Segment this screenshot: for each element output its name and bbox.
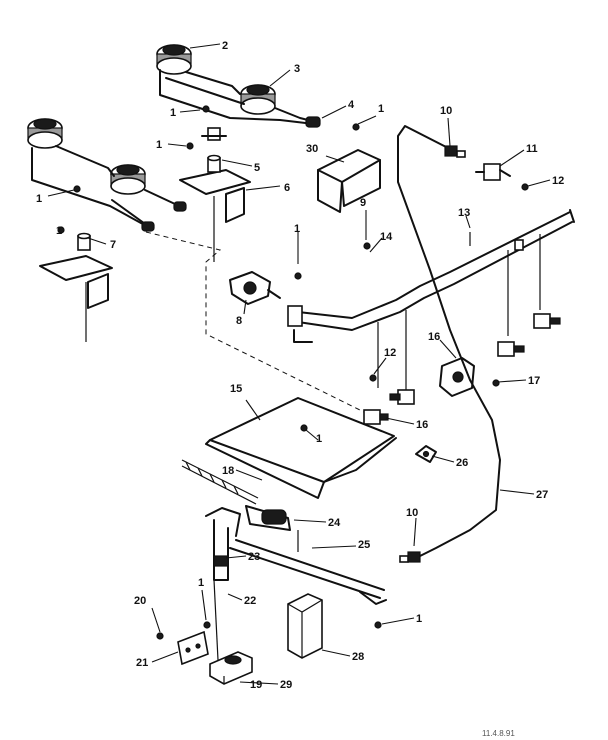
- callout-27: 27: [536, 489, 548, 501]
- callout-8: 8: [236, 315, 242, 327]
- callout-23: 23: [248, 551, 260, 563]
- igniter-wire-19: [181, 459, 259, 505]
- burner-tube-25: [229, 530, 387, 605]
- callout-16-a: 16: [428, 331, 440, 343]
- callout-3: 3: [294, 63, 300, 75]
- igniter-box-28: [287, 593, 323, 659]
- callout-6: 6: [284, 182, 290, 194]
- leader-lines: [47, 43, 551, 685]
- rear-burner-assembly: [156, 44, 321, 128]
- callout-12-a: 12: [552, 175, 564, 187]
- callout-1-a: 1: [170, 107, 176, 119]
- callout-1-h: 1: [416, 613, 422, 625]
- callout-24: 24: [328, 517, 341, 529]
- burner-head-2: [156, 44, 192, 75]
- callout-20: 20: [134, 595, 146, 607]
- callout-15: 15: [230, 383, 242, 395]
- screws: [57, 105, 382, 629]
- callout-7: 7: [110, 239, 116, 251]
- callout-22: 22: [244, 595, 256, 607]
- valve-11: [475, 163, 511, 181]
- callout-5: 5: [254, 162, 260, 174]
- oven-burner-24: [245, 505, 291, 531]
- bracket-21: [177, 630, 209, 666]
- screw-12: [521, 183, 529, 191]
- screw-17: [492, 379, 500, 387]
- heat-shield-30: [317, 149, 381, 213]
- manifold-pipe-13: [287, 209, 575, 396]
- burner-bracket-6: [179, 127, 251, 262]
- callout-4: 4: [348, 99, 355, 111]
- callout-1-e: 1: [294, 223, 300, 235]
- callout-28: 28: [352, 651, 364, 663]
- callout-17: 17: [528, 375, 540, 387]
- callout-16-b: 16: [416, 419, 428, 431]
- regulator-16: [439, 357, 475, 397]
- gas-tube-27: [397, 125, 501, 557]
- screw-12b: [369, 374, 377, 382]
- callout-1-f: 1: [316, 433, 322, 445]
- valve-16-b: [497, 341, 525, 357]
- callout-25: 25: [358, 539, 370, 551]
- valve-8: [229, 271, 281, 305]
- callout-1-b: 1: [156, 139, 162, 151]
- switch-29: [209, 651, 253, 685]
- callout-11: 11: [526, 143, 538, 155]
- burner-head-front-left: [27, 118, 63, 149]
- baffle-plate-15: [205, 397, 397, 499]
- elbow-22-23: [205, 507, 241, 581]
- burner-head-front-right: [110, 164, 146, 195]
- callout-21: 21: [136, 657, 148, 669]
- callout-labels: 2 3 4 1 1 1 1 1 1 1 1 1 5 6 7 8 9 10 10 …: [36, 40, 564, 691]
- dashed-gas-line: [145, 231, 365, 413]
- burner-head-3: [240, 84, 276, 115]
- callout-1-i: 1: [56, 225, 62, 237]
- valve-18: [363, 409, 389, 425]
- callout-12-b: 12: [384, 347, 396, 359]
- callout-1-g: 1: [198, 577, 204, 589]
- callout-29: 29: [280, 679, 292, 691]
- screw-20: [156, 632, 164, 640]
- valve-16-c: [533, 313, 561, 329]
- callout-10-a: 10: [440, 105, 452, 117]
- callout-30: 30: [306, 143, 318, 155]
- figure-caption: 11.4.8.91: [482, 729, 515, 738]
- callout-18: 18: [222, 465, 234, 477]
- callout-26: 26: [456, 457, 468, 469]
- fitting-26: [415, 445, 437, 463]
- callout-10-b: 10: [406, 507, 418, 519]
- callout-14: 14: [380, 231, 393, 243]
- fitting-10: [444, 145, 466, 158]
- valve-16-a: [389, 389, 415, 405]
- callout-2: 2: [222, 40, 228, 52]
- callout-19: 19: [250, 679, 262, 691]
- front-burner-assembly: [27, 118, 187, 232]
- callout-1-d: 1: [378, 103, 384, 115]
- burner-bracket-left: [39, 232, 113, 342]
- callout-1-c: 1: [36, 193, 42, 205]
- orifice-4: [305, 116, 321, 128]
- fitting-10-lower: [399, 551, 421, 563]
- callout-9: 9: [360, 197, 366, 209]
- callout-13: 13: [458, 207, 470, 219]
